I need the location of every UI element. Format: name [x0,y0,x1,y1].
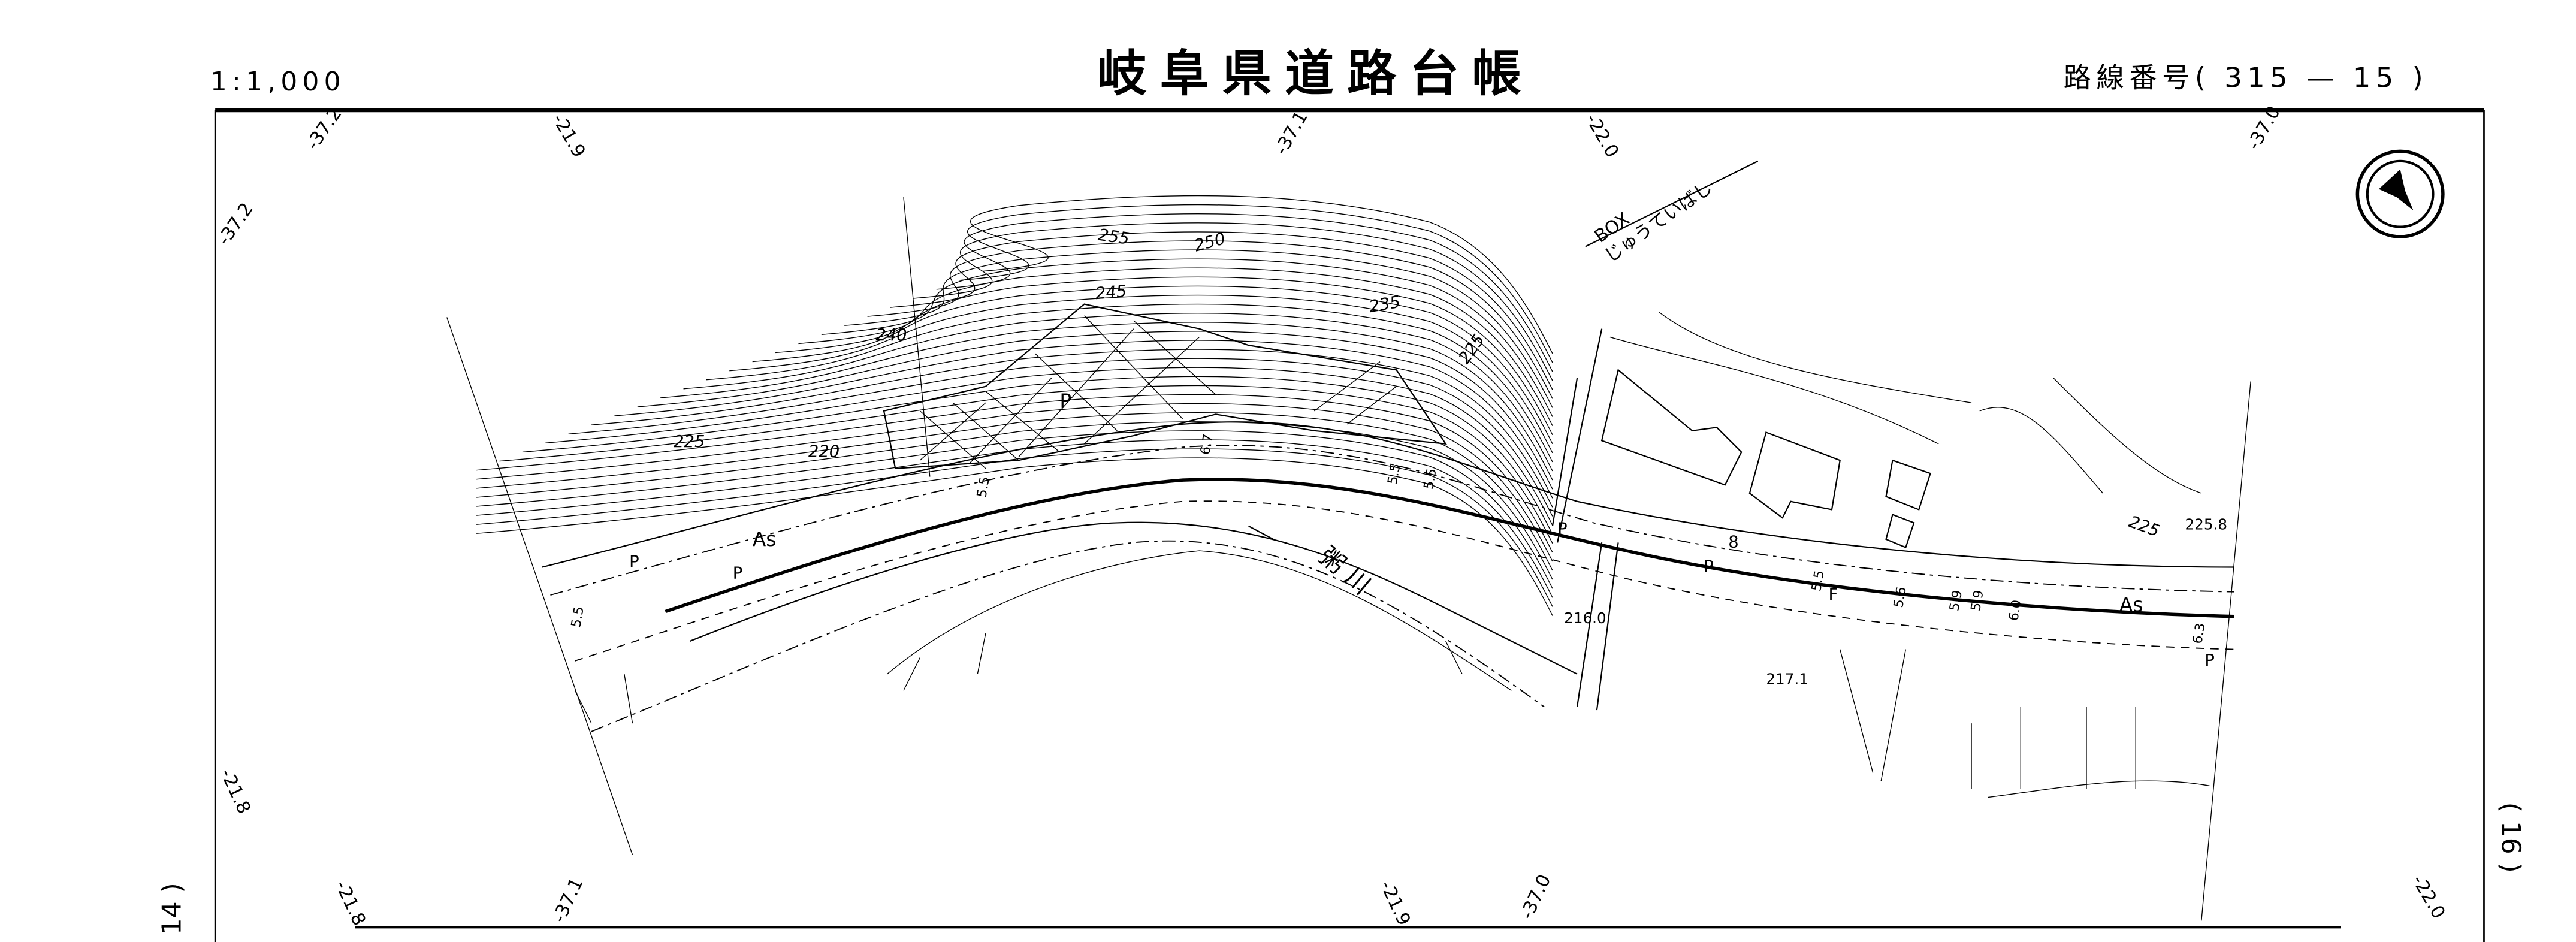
contour-label: 225 [674,433,705,451]
grid-label: -37.0 [1517,871,1556,923]
contour-label: 225 [2126,512,2162,541]
spot-height: 217.1 [1766,670,1808,687]
grid-label: -21.8 [331,878,370,929]
width-label: 5.5 [569,605,587,629]
road-mark: P [733,564,743,583]
bridge-box [1551,160,1759,711]
road-edge-lower [665,478,2234,618]
contour-line [729,294,1553,454]
contour-line [568,358,1553,517]
compass-icon [2355,149,2445,238]
adjacent-sheet-right: ( 16 ) [2496,802,2526,873]
road-edge-upper [542,421,2234,568]
grid-label: -37.2 [213,199,257,249]
river-bank-south [591,540,1545,732]
contour-label: 235 [1367,293,1402,317]
adjacent-sheet-left: ( 14 ) [157,883,188,942]
grid-label: -22.0 [1581,110,1623,161]
contour-label: 255 [1097,226,1130,249]
road-mark: P [1059,389,1071,412]
contour-line [844,249,1553,408]
road-centerline [550,445,2234,596]
width-label: 5.5 [974,476,993,499]
road-mark: P [1557,520,1568,539]
width-label: 6.7 [1198,433,1216,456]
contour-label: 240 [875,326,907,345]
scale-label: 1:1,000 [210,67,346,97]
sheet-title: 岐阜県道路台帳 [1097,46,1534,102]
width-label: 5.5 [1421,467,1440,491]
building [1748,431,1841,519]
spot-height: 225.8 [2185,515,2227,533]
road-surface-label: As [753,527,777,551]
width-label: 5.6 [1891,585,1910,609]
width-label: 5.9 [1947,589,1965,612]
contour-line [522,376,1553,535]
contour-label: 245 [1095,282,1128,303]
contour-line [775,276,1553,435]
road-mark: P [629,552,639,571]
river-bank-north [690,521,1578,675]
slope-protection-area [883,303,1447,470]
contour-line [660,322,1553,481]
contour-line [683,313,1553,472]
map-drawing [446,160,2251,921]
contour-line [706,303,1553,463]
road-mark: F [1829,585,1838,604]
spot-height: 216.0 [1564,609,1606,627]
contour-line [476,430,1553,589]
contour-line [476,421,1553,580]
contour-line [476,412,1553,571]
contour-line [936,213,1553,372]
width-label: 6.0 [2006,599,2025,622]
contour-line [499,385,1553,544]
width-label: 5.5 [1809,569,1828,593]
contour-line [798,267,1553,426]
contour-line [614,340,1553,499]
contour-line [591,349,1553,508]
contour-label: 250 [1192,230,1228,255]
river-name-label: 粥 川 [1313,542,1376,600]
contour-line [476,403,1553,562]
contour-line [959,204,1553,363]
grid-label: -37.1 [1271,108,1312,159]
contour-line [867,240,1553,399]
road-surface-label: As [2119,593,2143,617]
road-mark: P [1704,558,1714,576]
road-mark: P [2204,651,2215,670]
contour-line [476,457,1553,616]
grid-label: -21.8 [216,766,255,817]
contour-line [913,222,1553,381]
contour-label: 220 [808,443,839,461]
grid-label: -21.9 [548,110,589,161]
grid-label: -21.9 [1376,878,1415,929]
road-mark: 8 [1728,533,1738,552]
contour-lines [476,195,1553,616]
contour-line [637,331,1553,490]
route-number: 路線番号( 315 — 15 ) [2064,61,2428,93]
building [1885,514,1915,549]
width-label: 5.9 [1968,589,1987,612]
contour-line [476,394,1553,553]
width-label: 5.5 [1385,463,1404,486]
contour-line [545,367,1553,526]
contour-line [821,258,1553,417]
grid-label: -37.1 [549,875,588,926]
building [1885,459,1931,511]
contour-line [752,285,1553,445]
sheet-frame [214,108,2485,942]
contour-line [476,439,1553,598]
grid-label: -22.0 [2408,871,2449,922]
contour-line [476,448,1553,607]
width-label: 6.3 [2190,622,2209,645]
map-labels: 255 250 245 240 235 225 225 220 225 BOX … [569,177,2227,688]
contour-line [890,231,1553,390]
grid-labels: -37.2 -21.9 -37.1 -22.0 -37.0 -37.2 -21.… [213,102,2449,929]
building [1600,369,1743,486]
